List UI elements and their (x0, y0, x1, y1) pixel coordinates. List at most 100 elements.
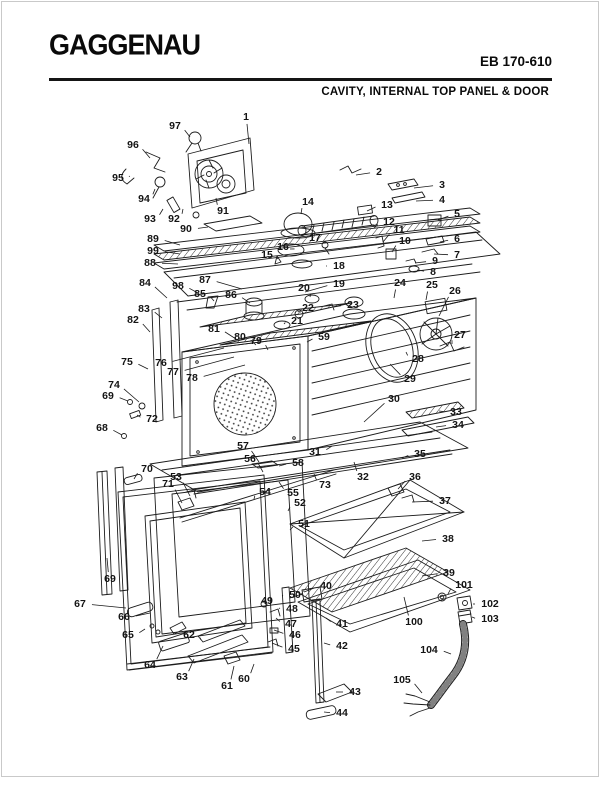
callout-84: 84 (139, 277, 151, 289)
callout-15: 15 (261, 249, 273, 261)
callout-56: 56 (244, 453, 256, 465)
callout-4: 4 (439, 194, 445, 206)
callout-35: 35 (414, 448, 426, 460)
callout-39: 39 (443, 567, 455, 579)
callout-65: 65 (122, 629, 134, 641)
callout-13: 13 (381, 199, 393, 211)
callout-98: 98 (172, 280, 184, 292)
callout-67: 67 (74, 598, 86, 610)
callout-10: 10 (399, 235, 411, 247)
callout-16: 16 (277, 241, 289, 253)
callout-64: 64 (144, 659, 156, 671)
callout-43: 43 (349, 686, 361, 698)
callout-57: 57 (237, 440, 249, 452)
callout-91: 91 (217, 205, 229, 217)
callout-90: 90 (180, 223, 192, 235)
callout-2: 2 (376, 166, 382, 178)
callout-95: 95 (112, 172, 124, 184)
callout-50: 50 (289, 589, 301, 601)
callout-75: 75 (121, 356, 133, 368)
callout-58: 58 (292, 457, 304, 469)
callout-100: 100 (405, 616, 423, 628)
callout-102: 102 (481, 598, 499, 610)
callout-105: 105 (393, 674, 411, 686)
callout-87: 87 (199, 274, 211, 286)
callout-8: 8 (430, 266, 436, 278)
callout-29: 29 (404, 373, 416, 385)
callout-73: 73 (319, 479, 331, 491)
callout-27: 27 (454, 329, 466, 341)
callout-14: 14 (302, 196, 314, 208)
callout-71: 71 (162, 478, 174, 490)
callout-24: 24 (394, 277, 406, 289)
callout-6: 6 (454, 233, 460, 245)
callout-80: 80 (234, 331, 246, 343)
callout-62: 62 (183, 629, 195, 641)
callout-72: 72 (146, 413, 158, 425)
callout-92: 92 (168, 213, 180, 225)
callout-86: 86 (225, 289, 237, 301)
callout-83: 83 (138, 303, 150, 315)
callout-5: 5 (454, 208, 460, 220)
callout-70: 70 (141, 463, 153, 475)
callout-49: 49 (261, 595, 273, 607)
callout-23: 23 (347, 299, 359, 311)
callout-32: 32 (357, 471, 369, 483)
callout-61: 61 (221, 680, 233, 692)
callout-46: 46 (289, 629, 301, 641)
callout-88: 88 (144, 257, 156, 269)
callout-69: 69 (104, 573, 116, 585)
callout-33: 33 (450, 406, 462, 418)
callout-60: 60 (238, 673, 250, 685)
callout-66: 66 (118, 611, 130, 623)
callout-85: 85 (194, 288, 206, 300)
callout-78: 78 (186, 372, 198, 384)
callout-54: 54 (259, 486, 271, 498)
callout-51: 51 (298, 518, 310, 530)
callout-40: 40 (320, 580, 332, 592)
callout-101: 101 (455, 579, 473, 591)
callout-89: 89 (147, 233, 159, 245)
callout-34: 34 (452, 419, 464, 431)
callout-38: 38 (442, 533, 454, 545)
callout-74: 74 (108, 379, 120, 391)
callout-7: 7 (454, 249, 460, 261)
callout-31: 31 (309, 446, 321, 458)
callout-17: 17 (309, 232, 321, 244)
callout-79: 79 (250, 335, 262, 347)
callout-19: 19 (333, 278, 345, 290)
callout-68: 68 (96, 422, 108, 434)
callout-59: 59 (318, 331, 330, 343)
callout-25: 25 (426, 279, 438, 291)
callout-30: 30 (388, 393, 400, 405)
callout-69: 69 (102, 390, 114, 402)
callout-21: 21 (291, 315, 303, 327)
callout-36: 36 (409, 471, 421, 483)
callout-45: 45 (288, 643, 300, 655)
callout-97: 97 (169, 120, 181, 132)
callout-18: 18 (333, 260, 345, 272)
callout-44: 44 (336, 707, 348, 719)
callout-47: 47 (285, 618, 297, 630)
callout-28: 28 (412, 353, 424, 365)
callout-94: 94 (138, 193, 150, 205)
callout-42: 42 (336, 640, 348, 652)
callout-77: 77 (167, 366, 179, 378)
callout-1: 1 (243, 111, 249, 123)
callout-48: 48 (286, 603, 298, 615)
callout-82: 82 (127, 314, 139, 326)
callout-63: 63 (176, 671, 188, 683)
callout-20: 20 (298, 282, 310, 294)
callout-22: 22 (302, 302, 314, 314)
callout-3: 3 (439, 179, 445, 191)
callout-9: 9 (432, 255, 438, 267)
callout-55: 55 (287, 487, 299, 499)
callout-99: 99 (147, 245, 159, 257)
callout-104: 104 (420, 644, 438, 656)
callout-26: 26 (449, 285, 461, 297)
callout-103: 103 (481, 613, 499, 625)
callout-93: 93 (144, 213, 156, 225)
